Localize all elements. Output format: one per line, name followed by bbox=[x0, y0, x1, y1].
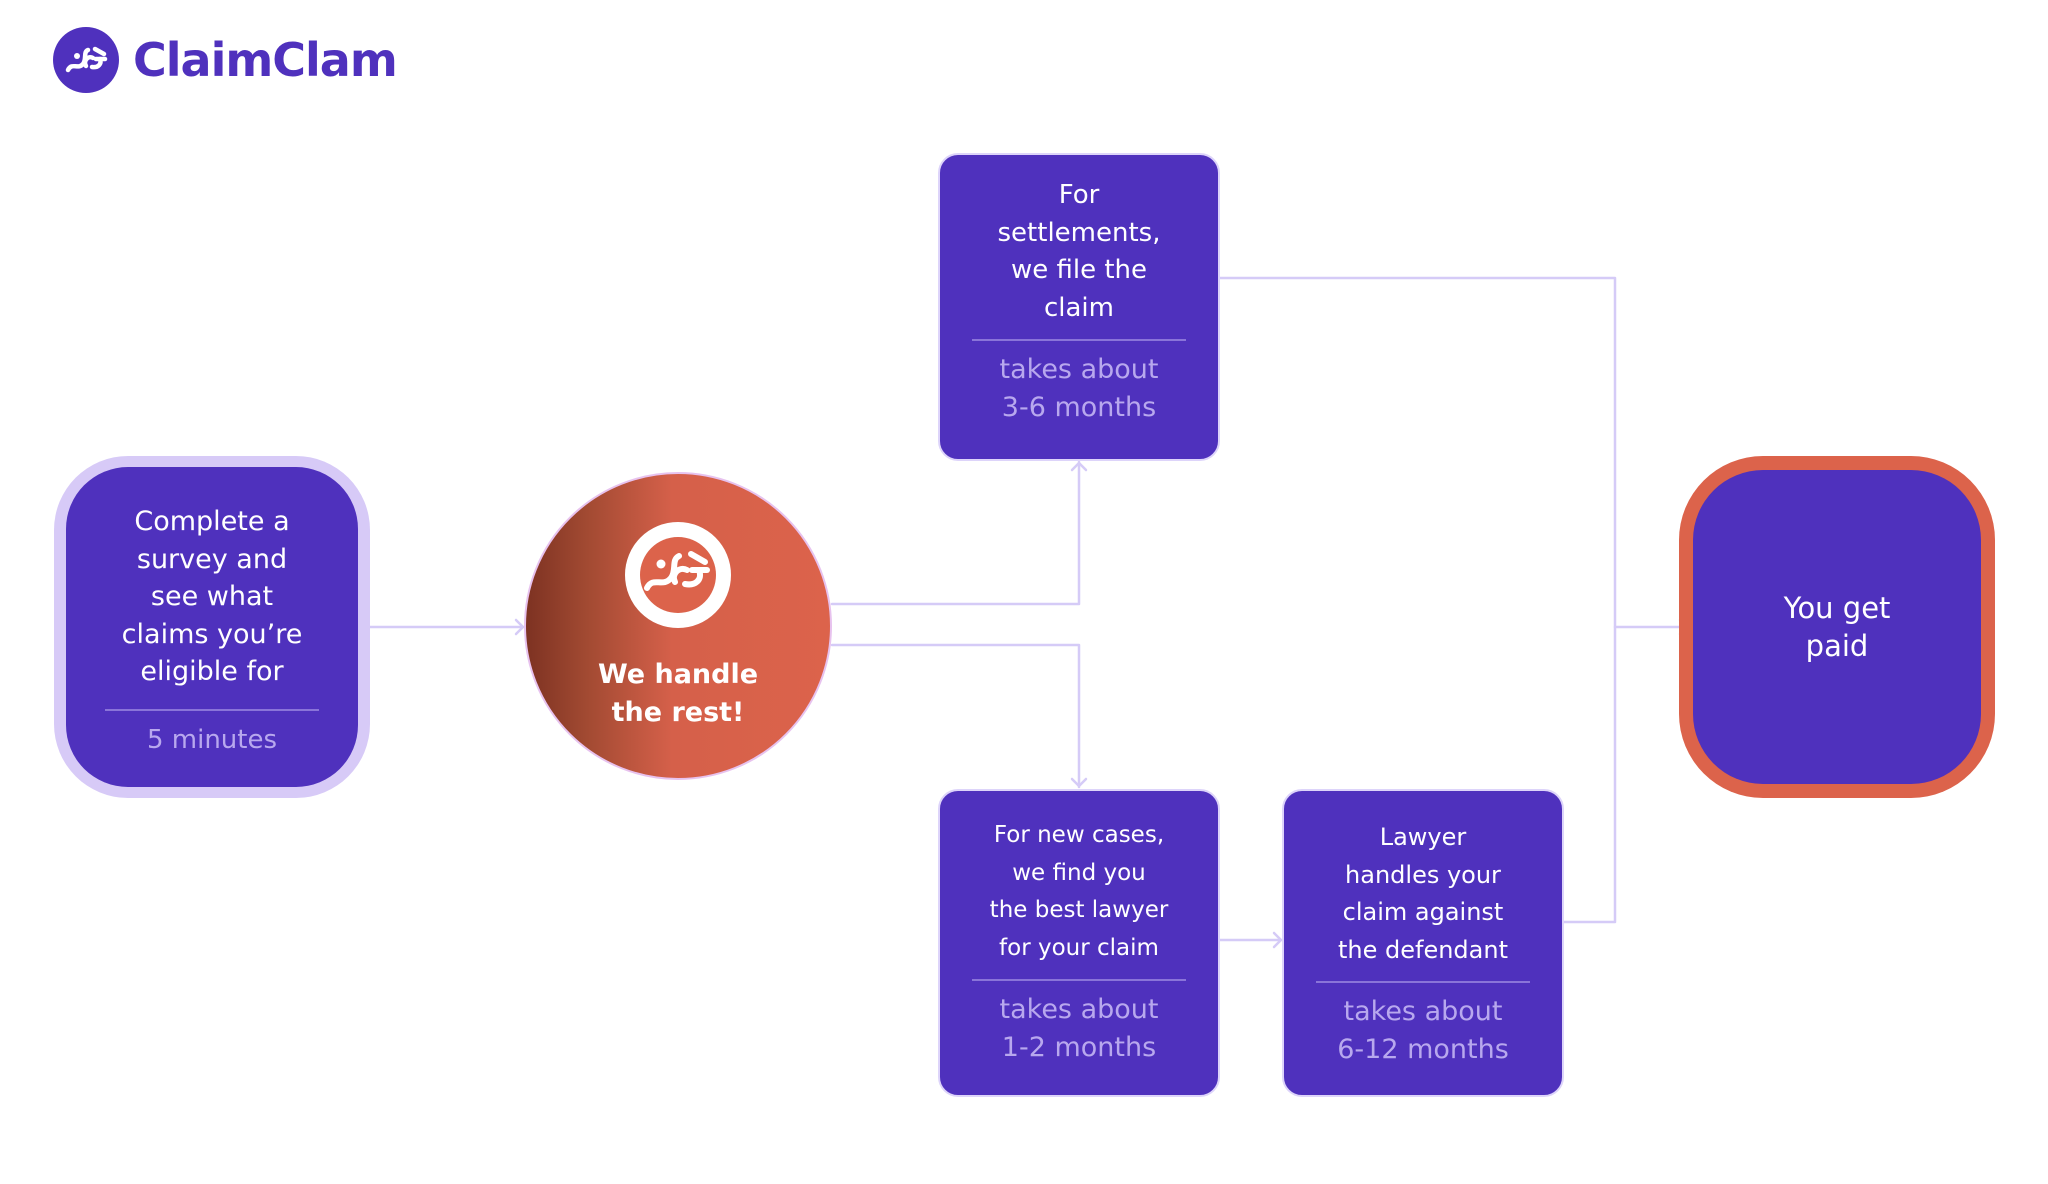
arrowhead-handle bbox=[514, 618, 525, 636]
arrowhead-lawyer bbox=[1272, 931, 1283, 949]
handle-step-text: We handle the rest! bbox=[597, 659, 759, 728]
paid-step: You get paid bbox=[1693, 470, 1981, 784]
divider bbox=[1316, 981, 1530, 983]
new-cases-step-duration: takes about 1-2 months bbox=[999, 994, 1159, 1063]
divider bbox=[105, 708, 319, 711]
start-step-duration: 5 minutes bbox=[146, 724, 278, 755]
connector-handle-to-new-cases bbox=[830, 643, 1081, 789]
lawyer-step-duration: takes about 6-12 months bbox=[1337, 996, 1509, 1065]
new-cases-step-text: For new cases, we find you the best lawy… bbox=[989, 822, 1169, 961]
brand-name: ClaimClam bbox=[133, 33, 398, 87]
settlement-step-text: For settlements, we file the claim bbox=[997, 180, 1161, 323]
arrowhead-new-cases bbox=[1070, 777, 1088, 788]
settlement-step: For settlements, we file the claim takes… bbox=[938, 153, 1220, 461]
clam-logo-icon bbox=[53, 27, 119, 93]
arrowhead-settlement bbox=[1070, 461, 1088, 472]
start-step-text: Complete a survey and see what claims yo… bbox=[121, 506, 303, 687]
paid-step-text: You get paid bbox=[1783, 591, 1891, 663]
divider bbox=[972, 979, 1186, 981]
lawyer-step: Lawyer handles your claim against the de… bbox=[1282, 789, 1564, 1097]
start-step: Complete a survey and see what claims yo… bbox=[66, 467, 358, 787]
settlement-step-duration: takes about 3-6 months bbox=[999, 354, 1159, 423]
divider bbox=[972, 339, 1186, 341]
handle-step: We handle the rest! bbox=[524, 472, 832, 780]
new-cases-step: For new cases, we find you the best lawy… bbox=[938, 789, 1220, 1097]
connector-handle-to-settlement bbox=[830, 460, 1081, 606]
clam-logo-icon bbox=[625, 522, 731, 628]
lawyer-step-text: Lawyer handles your claim against the de… bbox=[1337, 823, 1508, 964]
claimclam-logo: ClaimClam bbox=[53, 26, 398, 94]
